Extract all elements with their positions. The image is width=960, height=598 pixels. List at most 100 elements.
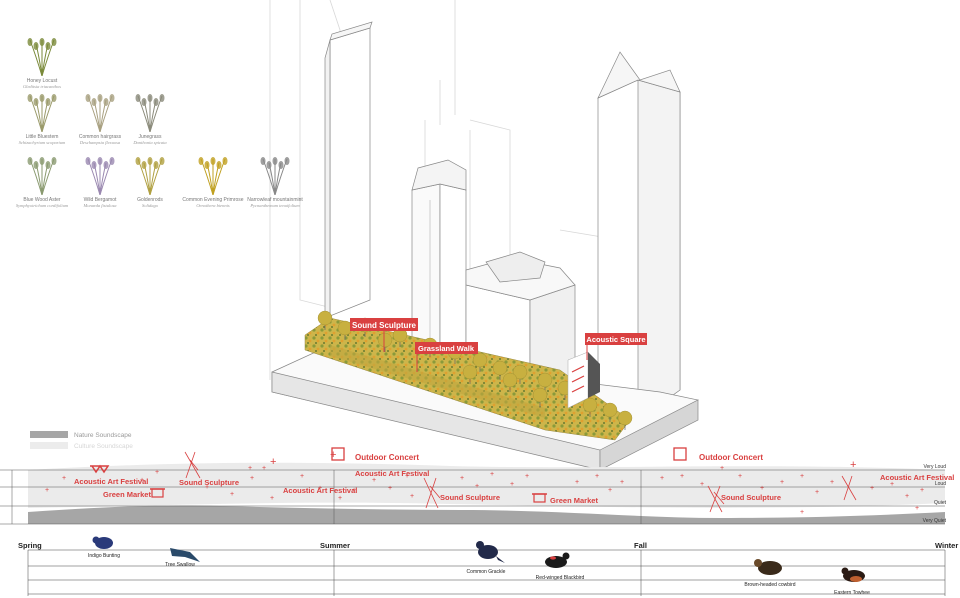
label-sound-sculpture: Sound Sculpture [350, 318, 418, 352]
plant-common-name: Junegrass [138, 134, 162, 140]
bird-label: Eastern Towhee [834, 590, 870, 596]
level-very-quiet: Very Quiet [923, 518, 947, 524]
season-summer: Summer [320, 541, 350, 550]
noise-mark: + [405, 473, 409, 480]
tree-canopy [462, 364, 478, 380]
birds: Indigo Bunting Tree Swallow Common Grack… [88, 536, 870, 596]
bird-label: Tree Swallow [165, 562, 195, 568]
event-acoustic-art-festival-4: Acoustic Art Festival [841, 473, 954, 501]
svg-text:Acoustic Art Festival: Acoustic Art Festival [283, 486, 357, 495]
plant-illustration-icon [135, 94, 165, 132]
event-outdoor-concert-2: Outdoor Concert [673, 447, 763, 462]
event-green-market-2: Green Market [532, 493, 598, 505]
noise-mark: + [262, 465, 266, 472]
acoustic-square-stairs [567, 351, 600, 409]
level-loud: Loud [935, 481, 946, 487]
plant-common-name: Little Bluestem [25, 134, 59, 140]
plant-common-name: Honey Locust [26, 78, 58, 84]
noise-mark: + [870, 485, 874, 492]
bird-red-winged-blackbird-icon: Red-winged Blackbird [536, 552, 585, 581]
noise-mark: + [575, 479, 579, 486]
noise-mark: + [338, 495, 342, 502]
trees [317, 310, 633, 430]
plant-latin-name: Pycnanthemum tenuifolium [250, 203, 300, 208]
event-acoustic-art-festival-3: Acoustic Art Festival [355, 469, 429, 478]
noise-mark: + [595, 473, 599, 480]
noise-mark: + [140, 477, 144, 484]
nature-band [28, 505, 945, 524]
bird-label: Brown-headed cowbird [744, 582, 795, 588]
noise-mark: + [490, 471, 494, 478]
noise-marks: ++++++++++++++++++++++++++++++++++++++++… [45, 449, 924, 516]
plant-illustration-icon [260, 157, 290, 195]
tree-canopy [537, 372, 553, 388]
tree-canopy [317, 310, 333, 326]
noise-mark: + [525, 473, 529, 480]
noise-mark: + [660, 475, 664, 482]
noise-mark: + [780, 479, 784, 486]
bird-label: Indigo Bunting [88, 553, 120, 559]
svg-text:Sound Sculpture: Sound Sculpture [440, 493, 500, 502]
noise-mark: + [372, 477, 376, 484]
bird-label: Red-winged Blackbird [536, 575, 585, 581]
plant-latin-name: Schizachyrium scoparium [18, 140, 66, 145]
plant-illustration-icon [85, 94, 115, 132]
noise-mark: + [300, 473, 304, 480]
svg-text:Grassland Walk: Grassland Walk [418, 344, 475, 353]
plant-latin-name: Deschampsia flexuosa [79, 140, 121, 145]
plant-illustration-icon [27, 94, 57, 132]
plant-latin-name: Danthonia spicata [133, 140, 167, 145]
svg-text:Acoustic Square: Acoustic Square [586, 335, 645, 344]
legend-nature-label: Nature Soundscape [74, 432, 132, 439]
svg-text:Green Market: Green Market [550, 496, 598, 505]
svg-text:Sound Sculpture: Sound Sculpture [179, 478, 239, 487]
noise-mark: + [905, 493, 909, 500]
plant-latin-name: Gleditsia triacanthos [22, 84, 62, 89]
noise-mark: + [248, 465, 252, 472]
label-grassland-walk: Grassland Walk [415, 342, 478, 372]
legend-nature-swatch [30, 431, 68, 438]
noise-mark: + [388, 485, 392, 492]
soundscape-legend: Nature Soundscape Culture Soundscape [30, 431, 133, 450]
bird-indigo-bunting-icon: Indigo Bunting [88, 536, 120, 559]
tree-canopy [512, 364, 528, 380]
noise-mark: + [680, 473, 684, 480]
plant-common-name: Common hairgrass [78, 134, 122, 140]
tree-canopy [617, 410, 633, 426]
tree-canopy [582, 397, 598, 413]
tower-left [324, 21, 373, 319]
plant-illustration-icon [135, 157, 165, 195]
noise-mark: + [352, 487, 356, 494]
plant-latin-name: Oenothera biennis [196, 203, 230, 208]
noise-mark: + [475, 483, 479, 490]
noise-mark: + [915, 505, 919, 512]
season-winter: Winter [935, 541, 958, 550]
tree-canopy [602, 402, 618, 418]
noise-mark: + [890, 481, 894, 488]
plant-common-name: Blue Wood Aster [23, 197, 61, 203]
event-acoustic-art-festival-2: Acoustic Art Festival [283, 486, 357, 495]
noise-mark: + [608, 487, 612, 494]
bird-common-grackle-icon: Common Grackle [467, 541, 506, 575]
tower-right [597, 51, 681, 421]
noise-mark: + [510, 481, 514, 488]
plant-common-name: Common Evening Primrose [182, 197, 244, 203]
noise-mark: + [700, 481, 704, 488]
noise-mark: + [250, 475, 254, 482]
plant-common-name: Wild Bergamot [83, 197, 117, 203]
plant-illustration-icon [27, 38, 57, 76]
svg-text:Acoustic Art Festival: Acoustic Art Festival [74, 477, 148, 486]
noise-mark: + [62, 475, 66, 482]
event-outdoor-concert-1: Outdoor Concert [331, 447, 419, 462]
event-sound-sculpture-1: Sound Sculpture [179, 451, 239, 487]
event-green-market-1: Green Market [103, 488, 165, 499]
tree-canopy [472, 352, 488, 368]
svg-text:Outdoor Concert: Outdoor Concert [699, 453, 763, 462]
svg-text:Acoustic Art Festival: Acoustic Art Festival [880, 473, 954, 482]
svg-text:Green Market: Green Market [103, 490, 151, 499]
plant-common-name: Narrowleaf mountainmint [247, 197, 303, 203]
